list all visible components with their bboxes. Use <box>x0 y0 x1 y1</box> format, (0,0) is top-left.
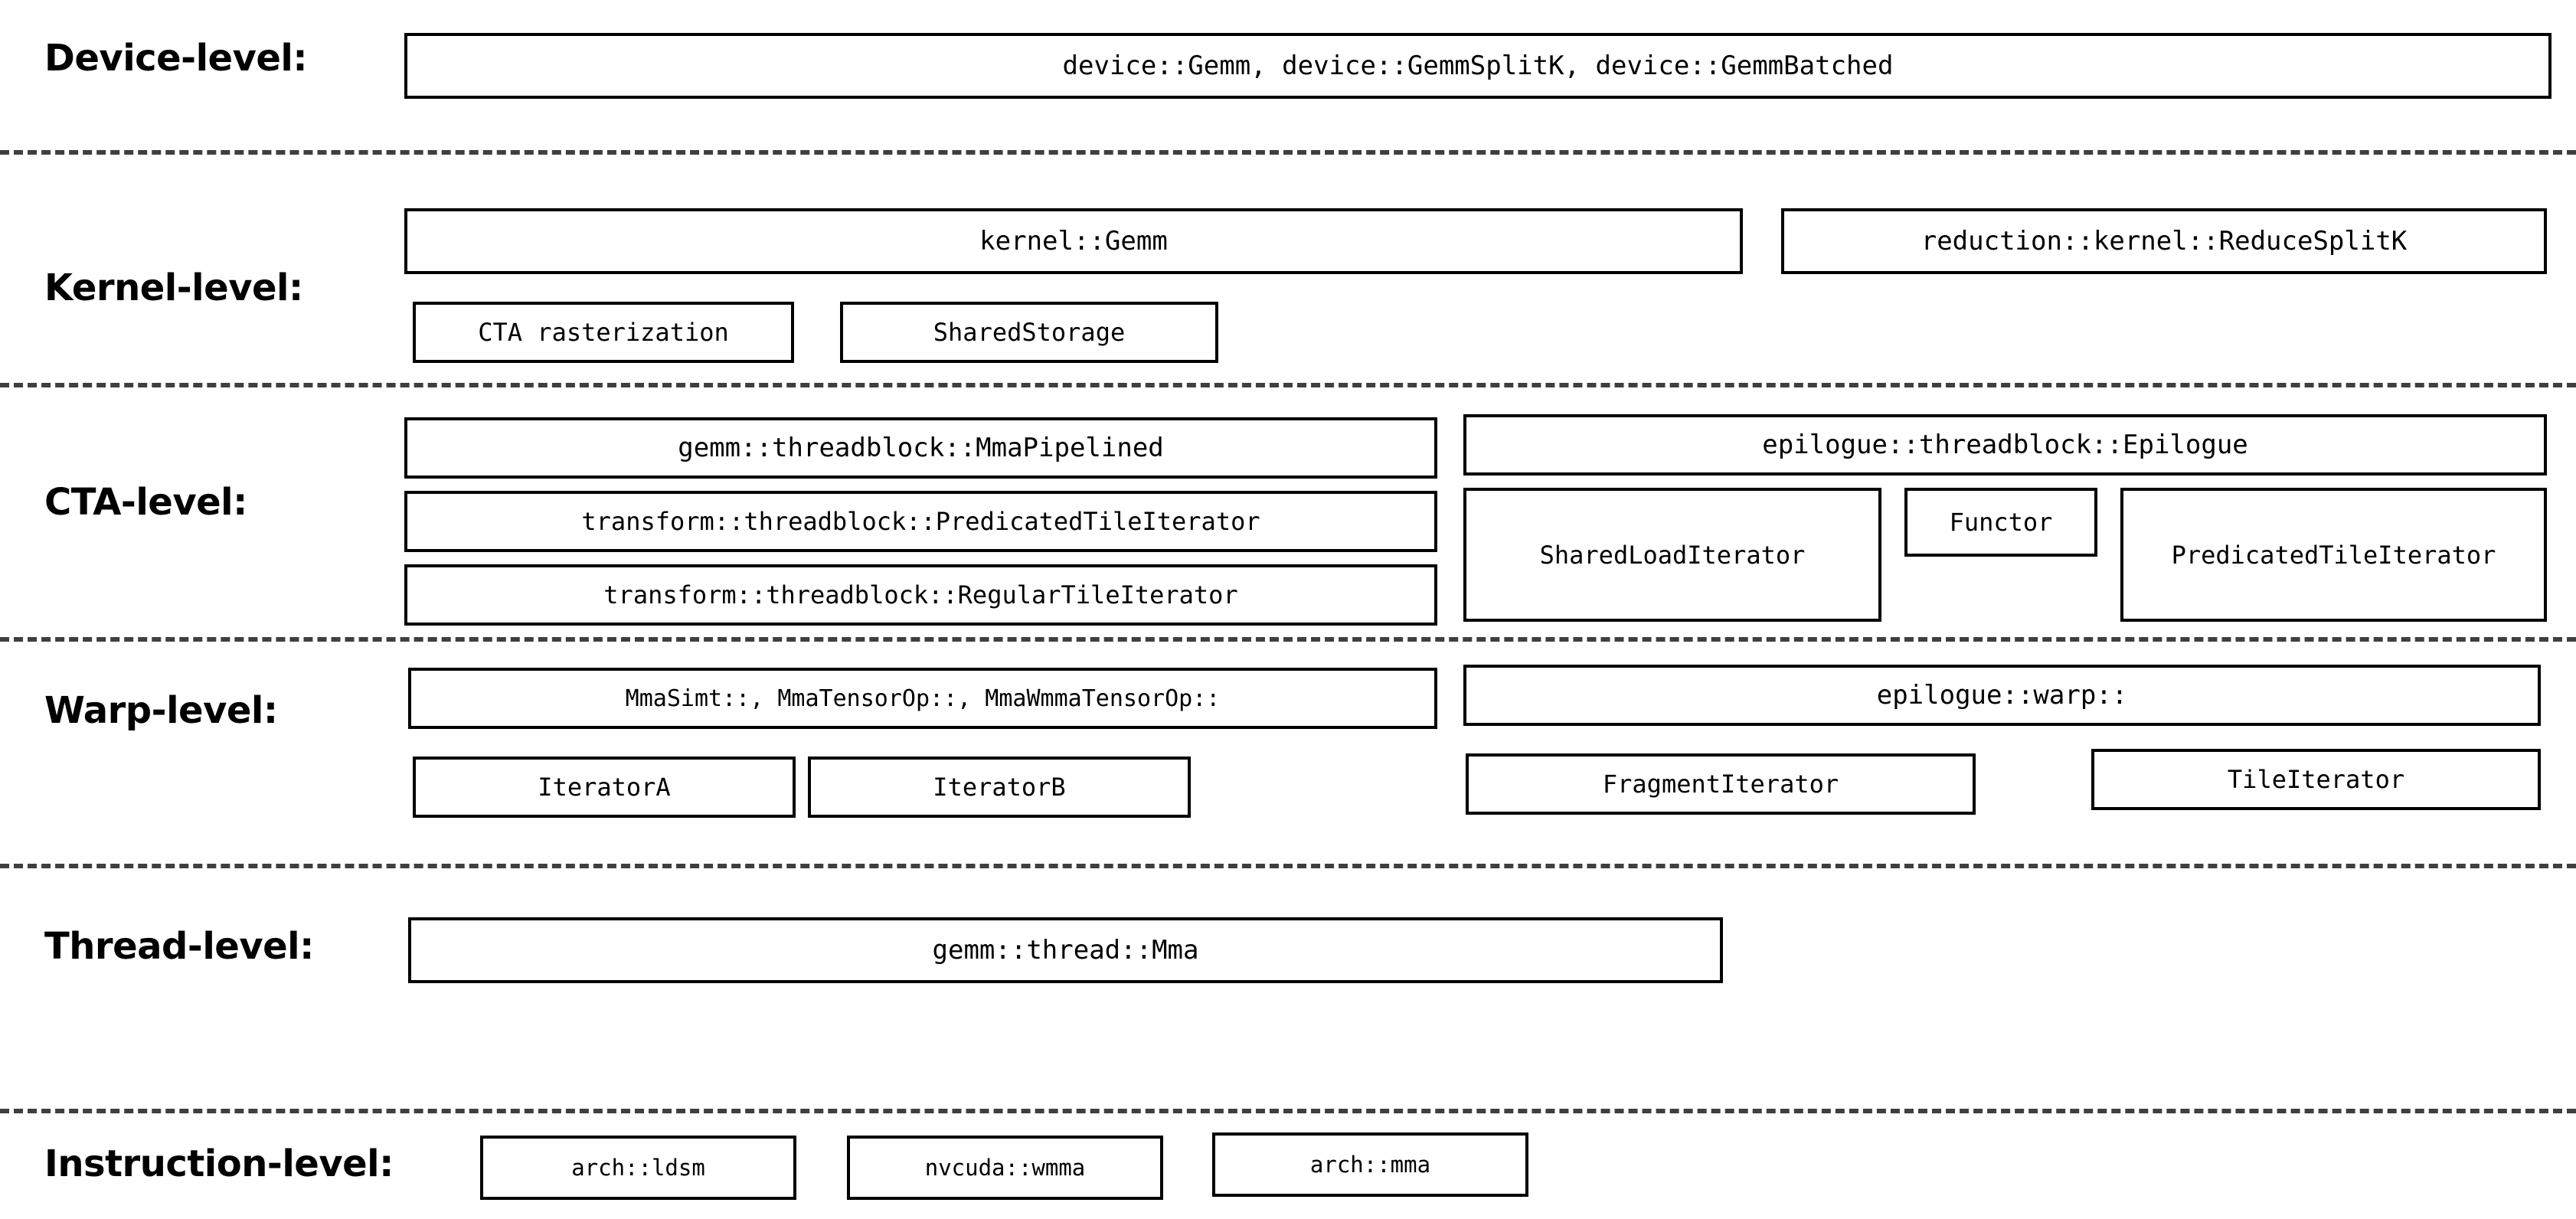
box-mma-ops-label: MmaSimt::, MmaTensorOp::, MmaWmmaTensorO… <box>625 685 1221 712</box>
box-predicated-tile-iterator-label: PredicatedTileIterator <box>2171 540 2496 570</box>
box-gemm-threadblock-mmapipelined[interactable]: gemm::threadblock::MmaPipelined <box>404 417 1437 479</box>
box-cta-rasterization[interactable]: CTA rasterization <box>413 302 794 363</box>
box-iterator-a[interactable]: IteratorA <box>413 757 796 818</box>
box-arch-ldsm[interactable]: arch::ldsm <box>480 1136 796 1200</box>
box-iterator-a-label: IteratorA <box>538 773 671 802</box>
box-predicated-tile-iterator[interactable]: PredicatedTileIterator <box>2120 488 2547 622</box>
row-label-thread: Thread-level: <box>44 925 314 968</box>
box-cta-rasterization-label: CTA rasterization <box>478 318 729 347</box>
separator-device-kernel <box>0 150 2576 155</box>
box-nvcuda-wmma[interactable]: nvcuda::wmma <box>847 1136 1163 1200</box>
box-transform-threadblock-regulartileiterator[interactable]: transform::threadblock::RegularTileItera… <box>404 564 1437 626</box>
box-shared-storage[interactable]: SharedStorage <box>840 302 1218 363</box>
row-label-cta: CTA-level: <box>44 481 247 524</box>
box-gemm-thread-mma-label: gemm::thread::Mma <box>932 935 1199 966</box>
separator-thread-instruction <box>0 1109 2576 1113</box>
box-kernel-gemm-label: kernel::Gemm <box>979 226 1168 257</box>
box-tile-iterator[interactable]: TileIterator <box>2091 749 2541 810</box>
box-functor[interactable]: Functor <box>1904 488 2097 557</box>
box-arch-mma-label: arch::mma <box>1309 1152 1431 1178</box>
row-label-kernel: Kernel-level: <box>44 266 303 309</box>
box-nvcuda-wmma-label: nvcuda::wmma <box>924 1155 1086 1181</box>
box-epilogue-warp-label: epilogue::warp:: <box>1876 680 2128 711</box>
row-label-device: Device-level: <box>44 37 308 80</box>
box-transform-threadblock-regulartileiterator-label: transform::threadblock::RegularTileItera… <box>603 580 1238 610</box>
row-label-warp: Warp-level: <box>44 689 278 732</box>
box-shared-storage-label: SharedStorage <box>933 318 1126 347</box>
box-transform-threadblock-predicatedtileiterator[interactable]: transform::threadblock::PredicatedTileIt… <box>404 491 1437 552</box>
box-device-gemm-label: device::Gemm, device::GemmSplitK, device… <box>1062 51 1894 81</box>
box-arch-ldsm-label: arch::ldsm <box>571 1155 705 1181</box>
separator-cta-warp <box>0 637 2576 642</box>
box-device-gemm[interactable]: device::Gemm, device::GemmSplitK, device… <box>404 33 2551 99</box>
box-shared-load-iterator-label: SharedLoadIterator <box>1539 540 1806 570</box>
box-transform-threadblock-predicatedtileiterator-label: transform::threadblock::PredicatedTileIt… <box>581 507 1260 536</box>
box-functor-label: Functor <box>1949 508 2053 537</box>
box-epilogue-threadblock-epilogue-label: epilogue::threadblock::Epilogue <box>1762 430 2248 460</box>
box-reduction-kernel-reducesplitk-label: reduction::kernel::ReduceSplitK <box>1921 226 2408 257</box>
box-arch-mma[interactable]: arch::mma <box>1212 1132 1528 1197</box>
box-kernel-gemm[interactable]: kernel::Gemm <box>404 208 1743 274</box>
box-epilogue-threadblock-epilogue[interactable]: epilogue::threadblock::Epilogue <box>1463 414 2547 476</box>
box-epilogue-warp[interactable]: epilogue::warp:: <box>1463 665 2541 726</box>
box-mma-ops[interactable]: MmaSimt::, MmaTensorOp::, MmaWmmaTensorO… <box>408 668 1437 729</box>
separator-kernel-cta <box>0 383 2576 387</box>
box-iterator-b[interactable]: IteratorB <box>808 757 1191 818</box>
box-shared-load-iterator[interactable]: SharedLoadIterator <box>1463 488 1881 622</box>
row-label-instruction: Instruction-level: <box>44 1142 394 1185</box>
box-iterator-b-label: IteratorB <box>933 773 1066 802</box>
box-gemm-threadblock-mmapipelined-label: gemm::threadblock::MmaPipelined <box>678 433 1164 463</box>
box-fragment-iterator-label: FragmentIterator <box>1602 770 1839 799</box>
separator-warp-thread <box>0 864 2576 868</box>
box-tile-iterator-label: TileIterator <box>2227 765 2405 794</box>
box-gemm-thread-mma[interactable]: gemm::thread::Mma <box>408 917 1723 983</box>
box-reduction-kernel-reducesplitk[interactable]: reduction::kernel::ReduceSplitK <box>1781 208 2547 274</box>
box-fragment-iterator[interactable]: FragmentIterator <box>1466 753 1976 815</box>
